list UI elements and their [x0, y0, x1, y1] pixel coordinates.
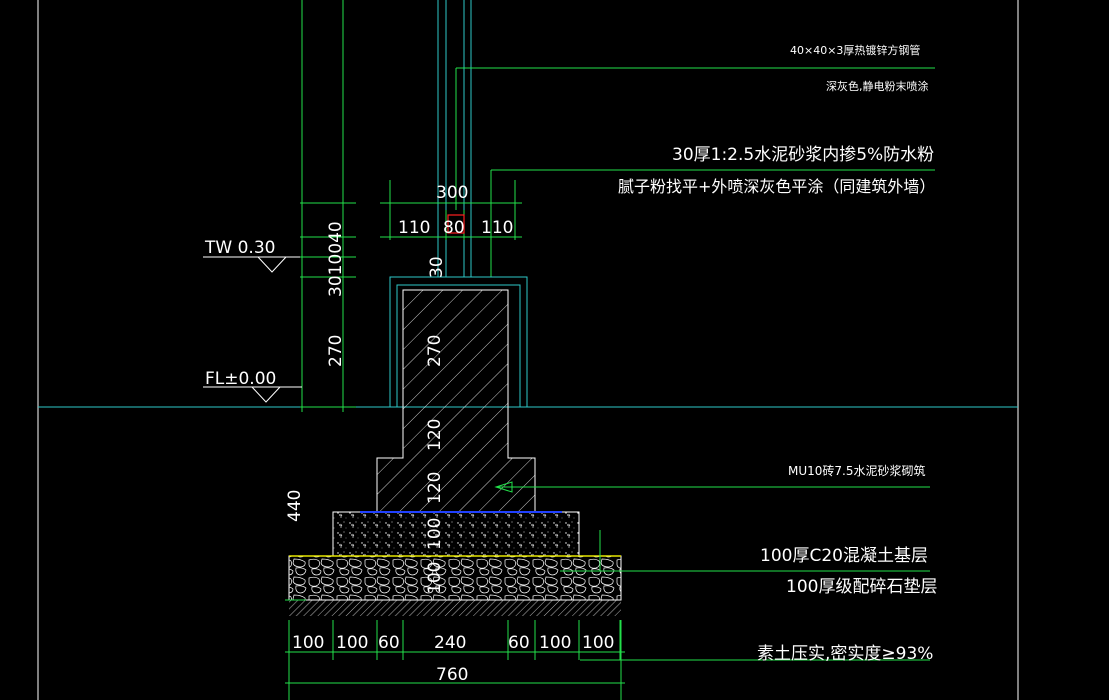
dim-bottom-100b: 100 [336, 633, 368, 653]
dim-bottom-100c: 100 [539, 633, 571, 653]
brick-wall-body [376, 289, 536, 513]
dim-top-right: 110 [481, 218, 513, 238]
gravel-bed-layer [288, 555, 622, 601]
dim-top-left: 110 [398, 218, 430, 238]
pipe-spec-label: 40×40×3厚热镀锌方钢管 [790, 43, 920, 57]
dim-top-total: 300 [436, 183, 468, 203]
dim-bottom-total: 760 [436, 665, 468, 685]
bottom-dimension-lines [285, 620, 625, 700]
dim-bottom-60b: 60 [508, 633, 530, 653]
dim-cap-30: 30 [427, 256, 447, 278]
dim-bottom-100a: 100 [292, 633, 324, 653]
dim-inner-120a: 120 [425, 419, 445, 451]
annotation-leaders [456, 67, 935, 661]
steel-pipe-post [301, 0, 492, 412]
concrete-base-label: 100厚C20混凝土基层 [760, 546, 928, 566]
pipe-finish-label: 深灰色,静电粉末喷涂 [826, 79, 929, 93]
top-dimension-lines [380, 180, 527, 278]
dim-inner-100a: 100 [425, 518, 445, 550]
render-mortar-label: 30厚1:2.5水泥砂浆内掺5%防水粉 [672, 145, 934, 165]
tw-elevation: TW 0.30 [204, 238, 275, 258]
dim-left-stack: 3010040 [326, 221, 346, 297]
dim-top-mid: 80 [443, 218, 465, 238]
dim-inner-270: 270 [425, 335, 445, 367]
dim-bottom-240: 240 [434, 633, 466, 653]
gravel-bed-label: 100厚级配碎石垫层 [786, 577, 937, 597]
brick-label: MU10砖7.5水泥砂浆砌筑 [788, 463, 926, 478]
elevation-markers [203, 256, 302, 403]
render-finish-label: 腻子粉找平+外喷深灰色平涂（同建筑外墙） [618, 177, 935, 196]
dim-inner-100b: 100 [425, 562, 445, 594]
dim-inner-120b: 120 [425, 472, 445, 504]
drawing-frame [37, 0, 1019, 700]
soil-label: 素土压实,密实度≥93% [757, 644, 933, 664]
concrete-base-layer [332, 511, 580, 557]
dim-bottom-100d: 100 [582, 633, 614, 653]
compacted-soil-layer [289, 600, 621, 616]
dim-left-440: 440 [285, 490, 305, 522]
fl-elevation: FL±0.00 [205, 369, 276, 389]
left-dimension-lines [285, 202, 356, 601]
dim-left-270: 270 [326, 335, 346, 367]
dim-bottom-60a: 60 [378, 633, 400, 653]
